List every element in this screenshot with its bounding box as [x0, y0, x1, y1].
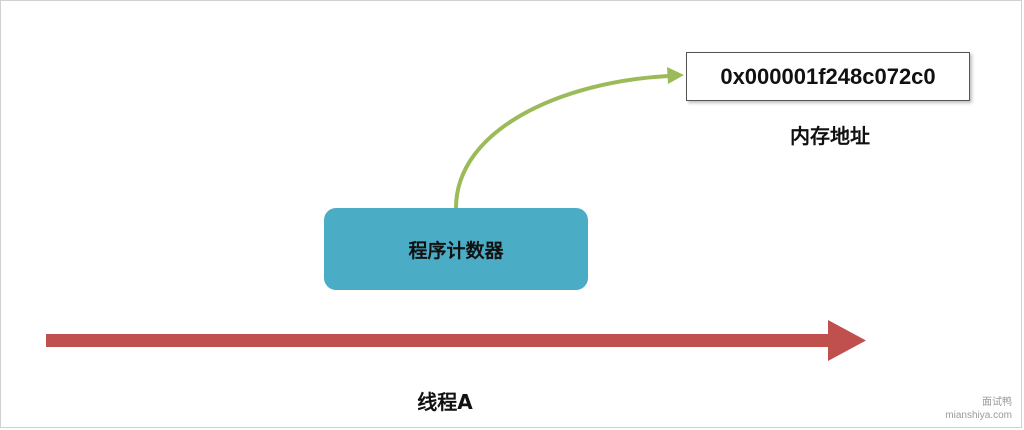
watermark-url: mianshiya.com: [945, 410, 1012, 421]
pointer-arrow: [454, 74, 669, 209]
pointer-arrowhead: [667, 67, 684, 84]
watermark: 面试鸭 mianshiya.com: [945, 396, 1012, 422]
thread-arrowhead: [828, 320, 866, 361]
program-counter-label: 程序计数器: [408, 239, 504, 262]
thread-arrow-shaft: [46, 334, 832, 347]
program-counter-box: 程序计数器: [324, 208, 588, 290]
thread-label: 线程A: [417, 390, 473, 414]
memory-address-value: 0x000001f248c072c0: [720, 63, 936, 89]
memory-address-label: 内存地址: [790, 124, 870, 148]
watermark-logo-text: 面试鸭: [982, 397, 1012, 408]
memory-address-box: 0x000001f248c072c0: [686, 52, 970, 101]
